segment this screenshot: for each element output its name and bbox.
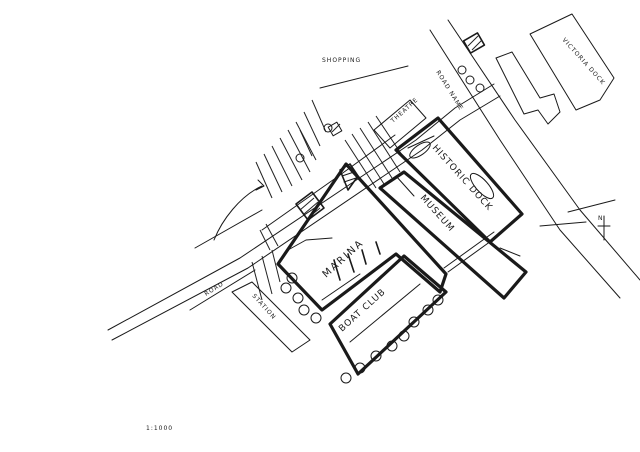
tree-row	[280, 65, 485, 384]
upper-roads	[429, 19, 640, 299]
label-victoria-dock: VICTORIA DOCK	[561, 37, 607, 87]
label-north: N	[598, 215, 604, 222]
marina-block	[276, 162, 448, 312]
hatch-zone-left	[255, 99, 327, 199]
label-scale: 1:1000	[146, 425, 173, 432]
label-theatre: THEATRE	[389, 96, 420, 125]
small-hatched-block-1	[327, 121, 343, 137]
museum-building	[378, 170, 528, 300]
arrow-icon	[213, 179, 265, 241]
entrance-marker-icon	[339, 163, 359, 191]
hatched-building-top	[462, 32, 486, 54]
building-stairs	[495, 51, 561, 125]
boat-club-building	[328, 254, 448, 376]
station-building	[231, 281, 311, 353]
hatch-zone-lower	[251, 223, 281, 301]
label-shopping: SHOPPING	[322, 57, 361, 64]
label-station: STATION	[251, 293, 278, 322]
hatched-square	[295, 191, 325, 221]
bridge	[443, 231, 499, 273]
historic-dock-building	[394, 116, 524, 244]
north-arrow-icon	[597, 215, 611, 241]
theatre-building	[373, 99, 427, 149]
victoria-dock-block	[529, 13, 615, 111]
label-road-name: ROAD NAME	[434, 69, 464, 112]
hatch-zone-center	[344, 115, 405, 189]
